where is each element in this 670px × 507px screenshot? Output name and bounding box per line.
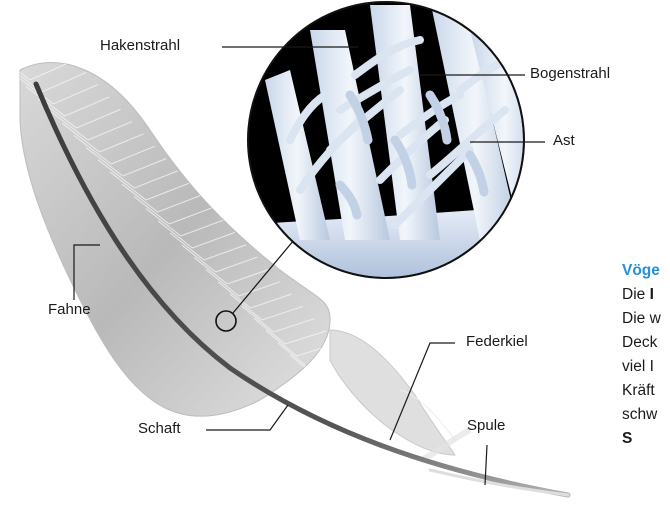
label-schaft: Schaft [138,420,181,437]
side-line-1-prefix: Die [622,286,650,303]
side-line-7: S [622,427,632,451]
side-line-2: Die w [622,307,661,331]
side-line-1: Die I [622,283,654,307]
magnified-detail [240,0,540,300]
label-bogenstrahl: Bogenstrahl [530,65,610,82]
side-line-5: Kräft [622,379,655,403]
label-federkiel: Federkiel [466,333,528,350]
label-fahne: Fahne [48,301,91,318]
label-spule: Spule [467,417,505,434]
side-line-6: schw [622,403,657,427]
label-hakenstrahl: Hakenstrahl [100,37,180,54]
side-title: Vöge [622,259,660,283]
side-line-4: viel I [622,355,654,379]
side-line-1-bold: I [650,286,654,303]
label-ast: Ast [553,132,575,149]
side-line-3: Deck [622,331,657,355]
